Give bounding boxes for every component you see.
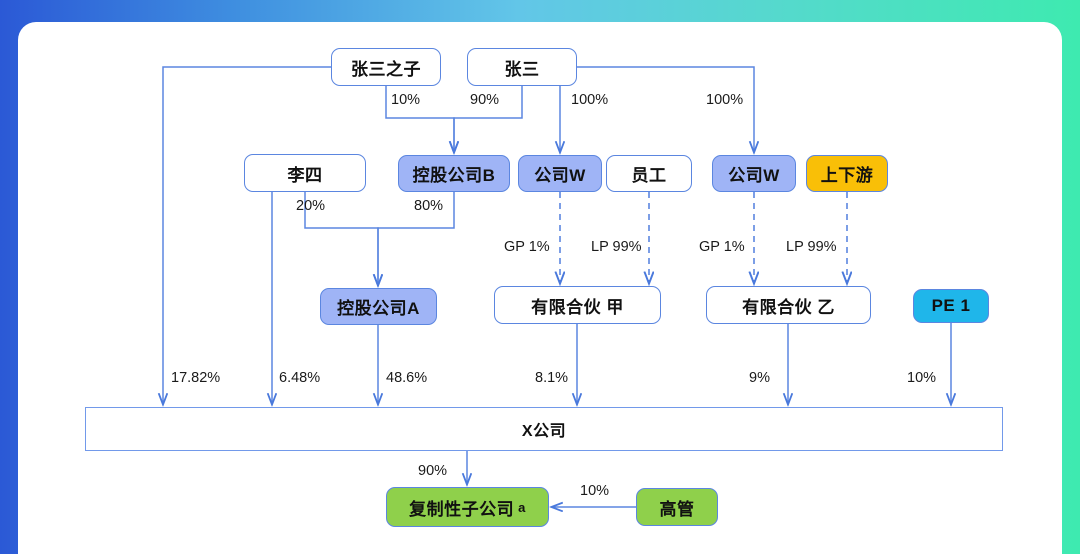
node-label: 公司W [534, 166, 586, 185]
node-company-w-1[interactable]: 公司W [518, 155, 602, 192]
node-zhangsan-son[interactable]: 张三之子 [331, 48, 441, 86]
node-holding-company-b[interactable]: 控股公司B [398, 155, 510, 192]
node-pe-1[interactable]: PE 1 [913, 289, 989, 323]
edge-label-w2-gp-yi: GP 1% [699, 239, 745, 255]
node-employee[interactable]: 员工 [606, 155, 692, 192]
node-label: 高管 [659, 499, 695, 519]
edge-label-lisi-to-x: 6.48% [279, 370, 321, 386]
edge-label-pe1-to-x: 10% [907, 370, 937, 386]
node-limited-partnership-jia[interactable]: 有限合伙 甲 [494, 286, 661, 324]
node-label: 员工 [631, 166, 667, 185]
node-limited-partnership-yi[interactable]: 有限合伙 乙 [706, 286, 871, 324]
edge-label-upstream-lp-yi: LP 99% [786, 239, 837, 255]
node-upstream-downstream[interactable]: 上下游 [806, 155, 888, 192]
node-lisi[interactable]: 李四 [244, 154, 366, 192]
edge-label-w1-gp-jia: GP 1% [504, 239, 550, 255]
node-label: 上下游 [820, 166, 874, 185]
node-label: 有限合伙 乙 [742, 297, 835, 317]
node-label: 控股公司B [412, 166, 496, 185]
node-executive[interactable]: 高管 [636, 488, 718, 526]
node-replica-subsidiary-a[interactable]: 复制性子公司 a [386, 487, 549, 527]
node-label: 张三之子 [351, 59, 421, 79]
edge-label-son-to-holding-b: 10% [391, 92, 421, 108]
edge-label-lisi-to-holding-a: 20% [296, 198, 326, 214]
edge-label-yi-to-x: 9% [749, 370, 770, 386]
node-label: PE 1 [931, 296, 971, 315]
node-label: 公司W [728, 166, 780, 185]
node-zhangsan[interactable]: 张三 [467, 48, 577, 86]
node-label: 控股公司A [337, 299, 420, 318]
edge-label-holding-a-to-x: 48.6% [386, 370, 428, 386]
edge-label-son-to-x: 17.82% [171, 370, 221, 386]
node-label-suffix: a [518, 499, 526, 515]
edge-label-employee-lp-jia: LP 99% [591, 239, 642, 255]
node-company-w-2[interactable]: 公司W [712, 155, 796, 192]
node-label: 张三 [504, 59, 540, 79]
node-label: 李四 [287, 165, 323, 185]
edge-label-exec-to-subsidiary: 10% [580, 483, 610, 499]
edge-label-zhangsan-to-holding-b: 90% [470, 92, 500, 108]
node-x-company[interactable]: X公司 [85, 407, 1003, 451]
edge-label-x-to-subsidiary: 90% [418, 463, 448, 479]
edge-label-holding-b-to-holding-a: 80% [414, 198, 444, 214]
node-holding-company-a[interactable]: 控股公司A [320, 288, 437, 325]
node-label: X公司 [521, 423, 567, 440]
edge-label-zhangsan-to-company-w2: 100% [706, 92, 744, 108]
edge-label-zhangsan-to-company-w1: 100% [571, 92, 609, 108]
node-label: 复制性子公司 [409, 499, 515, 519]
edge-label-jia-to-x: 8.1% [535, 370, 569, 386]
node-label: 有限合伙 甲 [531, 297, 624, 317]
